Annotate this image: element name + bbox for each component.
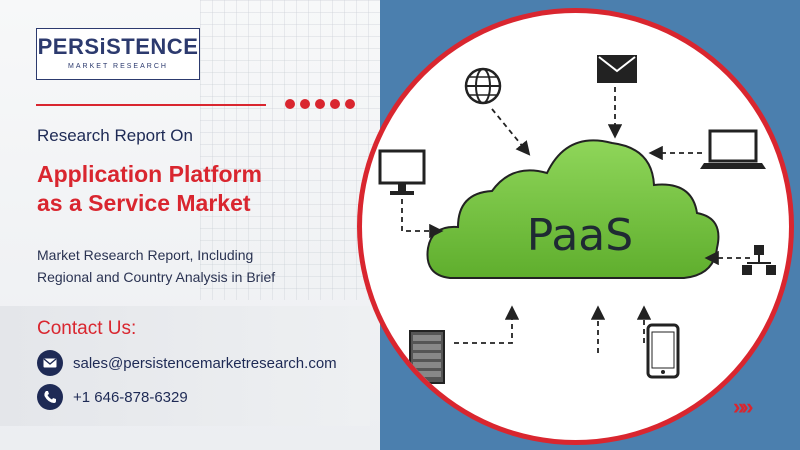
report-subtitle-line: Market Research Report, Including: [37, 247, 254, 263]
connector-arrows: [401, 87, 750, 353]
brand-logo: PERSiSTENCE MARKET RESEARCH: [36, 28, 200, 80]
report-title-line: as a Service Market: [37, 190, 251, 216]
decorative-dots: [285, 99, 355, 109]
contact-phone-row[interactable]: +1 646-878-6329: [37, 384, 188, 410]
envelope-icon: [37, 350, 63, 376]
laptop-icon: [700, 129, 766, 169]
mail-icon: [597, 55, 637, 83]
phone-icon: [37, 384, 63, 410]
report-subtitle: Market Research Report, Including Region…: [37, 244, 367, 288]
paas-illustration: [362, 13, 789, 440]
contact-phone-link[interactable]: +1 646-878-6329: [73, 388, 188, 406]
network-icon: [742, 245, 776, 275]
brand-tagline: MARKET RESEARCH: [68, 63, 168, 70]
chevrons-icon: »»: [733, 394, 754, 419]
dot: [315, 99, 325, 109]
paas-label: PaaS: [526, 210, 634, 261]
desktop-icon: [378, 149, 426, 195]
server-icon: [409, 330, 445, 384]
contact-email-row[interactable]: sales@persistencemarketresearch.com: [37, 350, 337, 376]
brand-name: PERSiSTENCE: [37, 34, 199, 59]
report-title-line: Application Platform: [37, 161, 262, 187]
dot: [345, 99, 355, 109]
divider-line: [36, 104, 266, 106]
report-kicker: Research Report On: [37, 126, 193, 145]
contact-heading: Contact Us:: [37, 318, 137, 339]
dot: [300, 99, 310, 109]
report-title: Application Platform as a Service Market: [37, 160, 357, 218]
report-subtitle-line: Regional and Country Analysis in Brief: [37, 269, 276, 285]
globe-icon: [464, 67, 502, 105]
dot: [330, 99, 340, 109]
contact-email-link[interactable]: sales@persistencemarketresearch.com: [73, 354, 337, 372]
dot: [285, 99, 295, 109]
smartphone-icon: [646, 323, 680, 379]
